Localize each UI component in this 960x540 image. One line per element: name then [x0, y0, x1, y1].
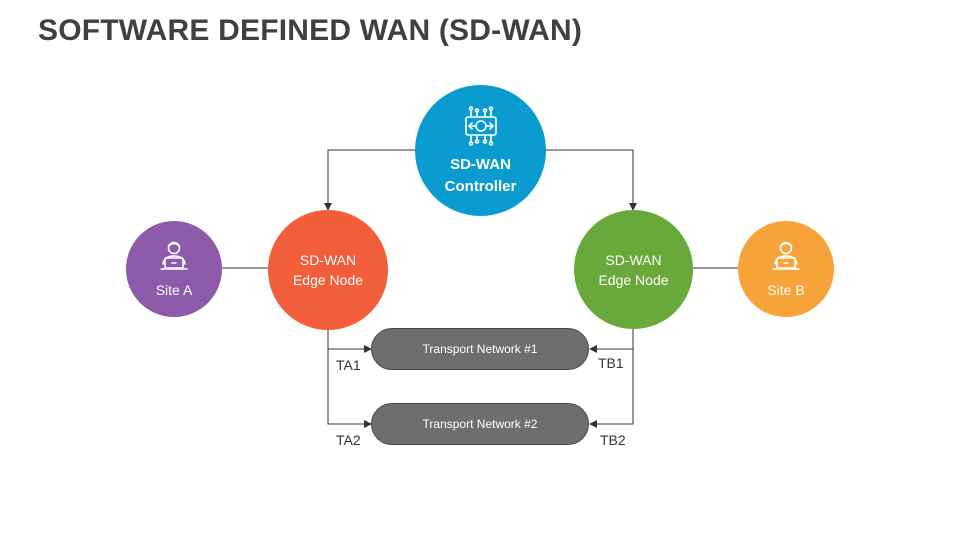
sd-wan-edge-node-b: SD-WAN Edge Node	[574, 210, 693, 329]
edge-b-label-line1: SD-WAN	[605, 251, 662, 268]
site-a-label: Site A	[155, 282, 193, 298]
site-b-node: Site B	[738, 221, 834, 317]
tb1-link	[589, 326, 634, 353]
port-label-tb1: TB1	[598, 355, 624, 371]
site-a-node: Site A	[126, 221, 222, 317]
port-label-ta1: TA1	[336, 357, 361, 373]
transport-network-1: Transport Network #1	[371, 328, 589, 370]
port-label-tb2: TB2	[600, 432, 626, 448]
transport-network-2: Transport Network #2	[371, 403, 589, 445]
edge-b-label-line2: Edge Node	[598, 271, 669, 288]
circuit-chip-icon	[464, 105, 497, 146]
sd-wan-edge-node-a: SD-WAN Edge Node	[268, 210, 388, 330]
user-laptop-icon	[160, 241, 188, 270]
controller-edge-a-link	[324, 146, 422, 211]
ta2-link	[327, 349, 372, 428]
edge-a-label-line2: Edge Node	[292, 272, 364, 288]
sd-wan-controller-node: SD-WAN Controller	[415, 85, 546, 216]
controller-edge-b-link	[539, 146, 637, 211]
port-label-ta2: TA2	[336, 432, 361, 448]
site-b-label: Site B	[767, 282, 805, 298]
controller-label-line1: SD-WAN	[450, 155, 511, 173]
user-laptop-icon	[772, 241, 800, 270]
edge-a-label-line1: SD-WAN	[299, 252, 357, 268]
controller-label-line2: Controller	[444, 177, 517, 195]
tb2-link	[589, 349, 634, 428]
page-title: SOFTWARE DEFINED WAN (SD-WAN)	[38, 14, 583, 47]
